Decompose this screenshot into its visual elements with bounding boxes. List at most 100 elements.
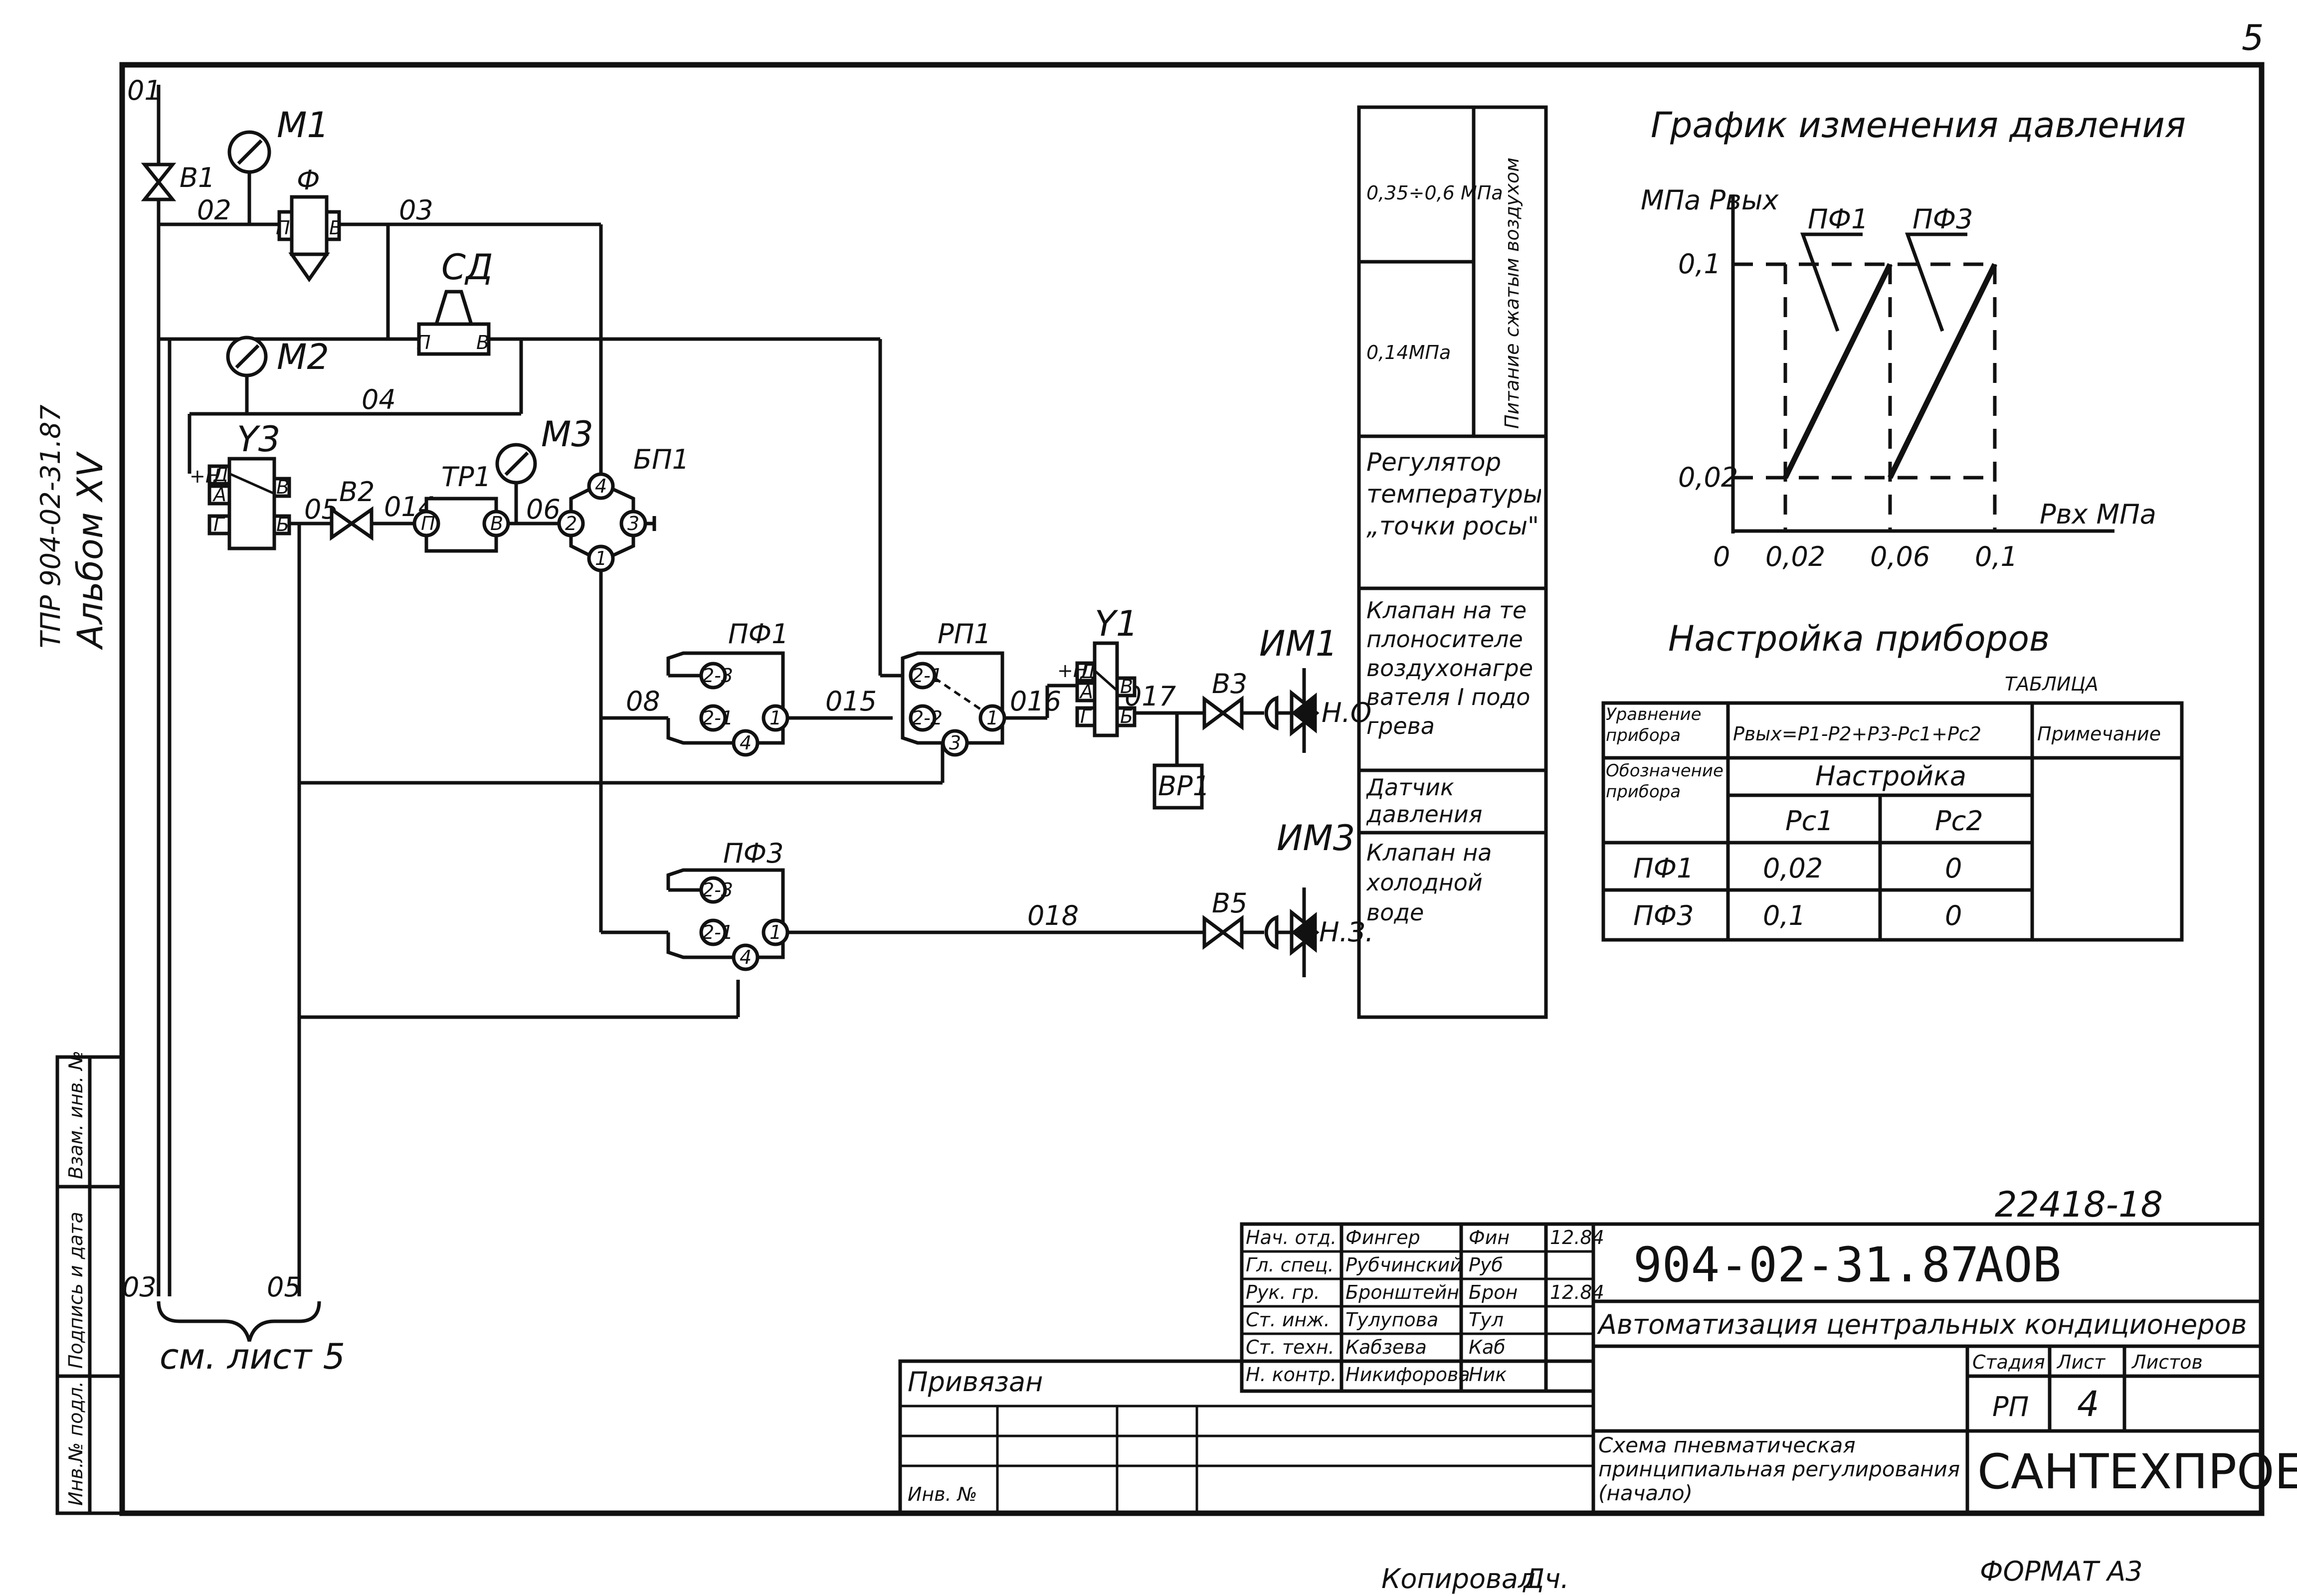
legend-pressure-high: 0,35÷0,6 МПа bbox=[1366, 182, 1503, 204]
device-vr1: ВР1 bbox=[1152, 763, 1210, 810]
chart-xlabel: Рвх МПа bbox=[2040, 499, 2156, 530]
svg-text:ТР1: ТР1 bbox=[441, 461, 491, 493]
svg-text:Рс1: Рс1 bbox=[1785, 805, 1834, 837]
svg-text:Привязан: Привязан bbox=[908, 1366, 1043, 1398]
chart-xtick: 0,1 bbox=[1975, 541, 2018, 572]
svg-text:4: 4 bbox=[740, 732, 752, 754]
svg-text:В: В bbox=[490, 513, 503, 534]
stamp-number: 22418-18 bbox=[1995, 1184, 2163, 1225]
svg-text:В: В bbox=[329, 217, 342, 239]
settings-heading: Настройка приборов bbox=[1668, 618, 2050, 659]
svg-text:В1: В1 bbox=[180, 162, 215, 193]
sheet-title: Схема пневматическая принципиальная регу… bbox=[1598, 1433, 1960, 1505]
svg-text:Лист: Лист bbox=[2056, 1351, 2106, 1373]
svg-text:0: 0 bbox=[1945, 900, 1962, 931]
svg-text:1: 1 bbox=[595, 547, 607, 569]
svg-text:БП1: БП1 bbox=[633, 444, 689, 475]
svg-text:В3: В3 bbox=[1212, 668, 1247, 700]
staff-role: Нач. отд. bbox=[1246, 1227, 1337, 1248]
svg-text:ИМ1: ИМ1 bbox=[1259, 623, 1338, 664]
staff-date: 12.84 bbox=[1550, 1227, 1604, 1248]
staff-signature: Каб bbox=[1469, 1336, 1506, 1358]
relay-y3: Y3 +Н Д А Г В Б bbox=[190, 419, 291, 550]
svg-text:+Н: +Н bbox=[1057, 660, 1087, 682]
staff-signature: Ник bbox=[1469, 1364, 1507, 1386]
svg-text:М1: М1 bbox=[277, 105, 329, 146]
staff-name: Тулупова bbox=[1345, 1309, 1438, 1331]
project-code-vertical: ТПР 904-02-31.87 bbox=[35, 404, 66, 648]
chart-ylabel: МПа Рвых bbox=[1641, 184, 1779, 216]
staff-name: Бронштейн bbox=[1345, 1281, 1459, 1303]
svg-text:015: 015 bbox=[825, 686, 877, 717]
filter-f: Ф П В bbox=[276, 165, 342, 283]
svg-text:Стадия: Стадия bbox=[1972, 1351, 2045, 1373]
svg-text:Д: Д bbox=[1079, 661, 1095, 683]
svg-text:03: 03 bbox=[399, 194, 433, 226]
gauge-m3: М3 bbox=[495, 414, 593, 485]
svg-text:3: 3 bbox=[949, 732, 961, 754]
project-title: Автоматизация центральных кондиционеров bbox=[1597, 1309, 2247, 1340]
svg-text:П: П bbox=[416, 332, 431, 354]
svg-text:3: 3 bbox=[627, 513, 639, 534]
svg-text:Г: Г bbox=[213, 514, 225, 535]
svg-text:В: В bbox=[1120, 676, 1133, 698]
svg-text:ПФ1: ПФ1 bbox=[728, 618, 788, 650]
svg-text:М2: М2 bbox=[277, 337, 329, 377]
svg-text:Рвых=Р1-Р2+Р3-Рс1+Рс2: Рвых=Р1-Р2+Р3-Рс1+Рс2 bbox=[1733, 723, 1981, 745]
device-pf1: ПФ1 2-3 2-1 1 4 bbox=[666, 618, 789, 757]
actuator-im1: ИМ1 Н.О bbox=[1259, 623, 1371, 753]
doc-code: 904-02-31.87 bbox=[1633, 1237, 1979, 1293]
valve-v2: В2 bbox=[330, 476, 375, 541]
svg-text:Листов: Листов bbox=[2131, 1351, 2203, 1373]
svg-text:018: 018 bbox=[1027, 900, 1079, 931]
relay-y1: Y1 +Н Д А Г В Б bbox=[1057, 603, 1138, 737]
svg-text:Настройка: Настройка bbox=[1815, 760, 1966, 792]
svg-text:А: А bbox=[212, 484, 226, 506]
svg-text:Y1: Y1 bbox=[1095, 603, 1138, 644]
svg-text:Инв.№ подл.: Инв.№ подл. bbox=[65, 1381, 87, 1506]
svg-text:В2: В2 bbox=[339, 476, 375, 508]
svg-text:Y3: Y3 bbox=[237, 419, 280, 460]
valve-v3: В3 bbox=[1202, 668, 1247, 730]
svg-text:2-1: 2-1 bbox=[702, 921, 733, 943]
svg-text:+Н: +Н bbox=[190, 465, 219, 487]
svg-text:СД: СД bbox=[441, 247, 493, 288]
settings-table-word: ТАБЛИЦА bbox=[2005, 673, 2099, 695]
svg-text:016: 016 bbox=[1010, 686, 1061, 717]
pipe-labels: 01 02 03 04 05 06 014 08 015 016 017 018… bbox=[122, 75, 1176, 1377]
staff-name: Кабзева bbox=[1345, 1336, 1427, 1358]
svg-text:4: 4 bbox=[595, 475, 607, 497]
svg-text:4: 4 bbox=[740, 946, 752, 968]
svg-text:М3: М3 bbox=[541, 414, 593, 455]
transmitter-tr1: ТР1 П В bbox=[412, 461, 510, 553]
doc-mark: АОВ bbox=[1975, 1237, 2061, 1293]
block-bp1: БП1 4 2 3 1 bbox=[557, 444, 689, 572]
svg-text:1: 1 bbox=[769, 921, 781, 943]
svg-text:Подпись и дата: Подпись и дата bbox=[65, 1212, 87, 1369]
svg-text:2-1: 2-1 bbox=[912, 665, 943, 687]
chart-series-label: ПФ3 bbox=[1913, 203, 1973, 235]
staff-signature: Руб bbox=[1469, 1254, 1503, 1276]
svg-text:1: 1 bbox=[986, 707, 998, 729]
svg-text:2-3: 2-3 bbox=[702, 665, 733, 687]
page-number: 5 bbox=[2242, 17, 2264, 58]
copier-sign: Дч. bbox=[1523, 1563, 1569, 1595]
chart-ytick: 0,02 bbox=[1678, 462, 1738, 493]
svg-text:08: 08 bbox=[626, 686, 660, 717]
svg-text:01: 01 bbox=[127, 75, 162, 106]
staff-signature: Тул bbox=[1469, 1309, 1504, 1331]
staff-signature: Фин bbox=[1469, 1227, 1510, 1248]
album-vertical: Альбом XV bbox=[70, 451, 111, 650]
svg-text:Б: Б bbox=[1120, 706, 1133, 727]
svg-text:0,1: 0,1 bbox=[1763, 900, 1806, 931]
svg-text:ИМ3: ИМ3 bbox=[1277, 818, 1355, 859]
org-name: САНТЕХПРОЕКТ bbox=[1977, 1444, 2297, 1500]
svg-text:В: В bbox=[276, 476, 289, 498]
svg-text:Н.О: Н.О bbox=[1322, 697, 1371, 728]
svg-text:2: 2 bbox=[565, 513, 577, 534]
svg-text:Д: Д bbox=[212, 464, 228, 486]
dryer-sd: СД П В bbox=[416, 247, 493, 356]
svg-text:2-2: 2-2 bbox=[912, 707, 943, 729]
svg-text:06: 06 bbox=[526, 494, 561, 525]
